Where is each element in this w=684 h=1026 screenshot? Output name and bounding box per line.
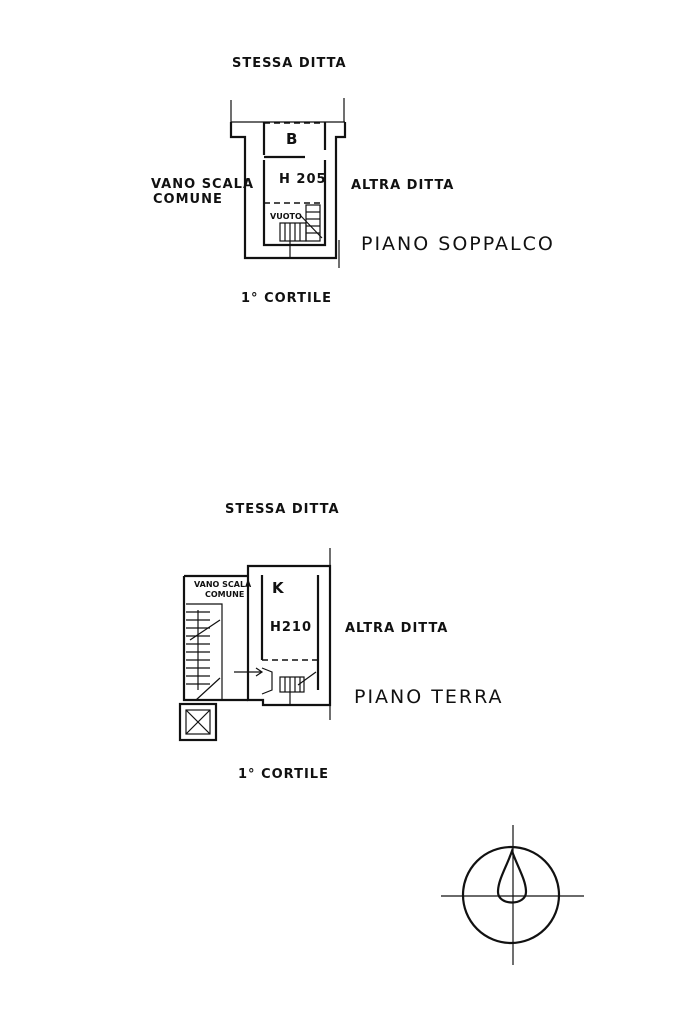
lift-shaft-icon (178, 702, 218, 742)
terra-top-label: STESSA DITTA (225, 502, 340, 517)
terra-inner-wall (260, 575, 320, 690)
soppalco-right-label: ALTRA DITTA (351, 178, 454, 193)
north-arrow-icon (441, 825, 584, 965)
terra-entry-arrow-icon (234, 667, 264, 677)
plan-soppalco: STESSA DITTA B H 205 VUOTO (151, 56, 555, 306)
terra-common-stairwell (182, 574, 248, 702)
soppalco-room-b-label: B (286, 130, 298, 148)
soppalco-left-label-1: VANO SCALA (151, 177, 254, 192)
terra-room-k-label: K (272, 579, 285, 597)
terra-right-label: ALTRA DITTA (345, 621, 448, 636)
terra-floor-name: PIANO TERRA (354, 686, 504, 708)
soppalco-floor-name: PIANO SOPPALCO (361, 233, 555, 255)
soppalco-bottom-label: 1° CORTILE (241, 291, 332, 306)
terra-height-label: H210 (270, 620, 312, 635)
terra-stair-label-1: VANO SCALA (194, 580, 252, 589)
terra-stair-icon (261, 667, 317, 705)
soppalco-stair-icon (279, 204, 323, 258)
plan-terra: STESSA DITTA K H210 (178, 502, 504, 782)
terra-stair-label-2: COMUNE (205, 590, 244, 599)
soppalco-height-label: H 205 (279, 172, 327, 187)
soppalco-vuoto-label: VUOTO (270, 212, 302, 221)
terra-bottom-label: 1° CORTILE (238, 767, 329, 782)
soppalco-left-label-2: COMUNE (153, 192, 223, 207)
soppalco-top-label: STESSA DITTA (232, 56, 347, 71)
